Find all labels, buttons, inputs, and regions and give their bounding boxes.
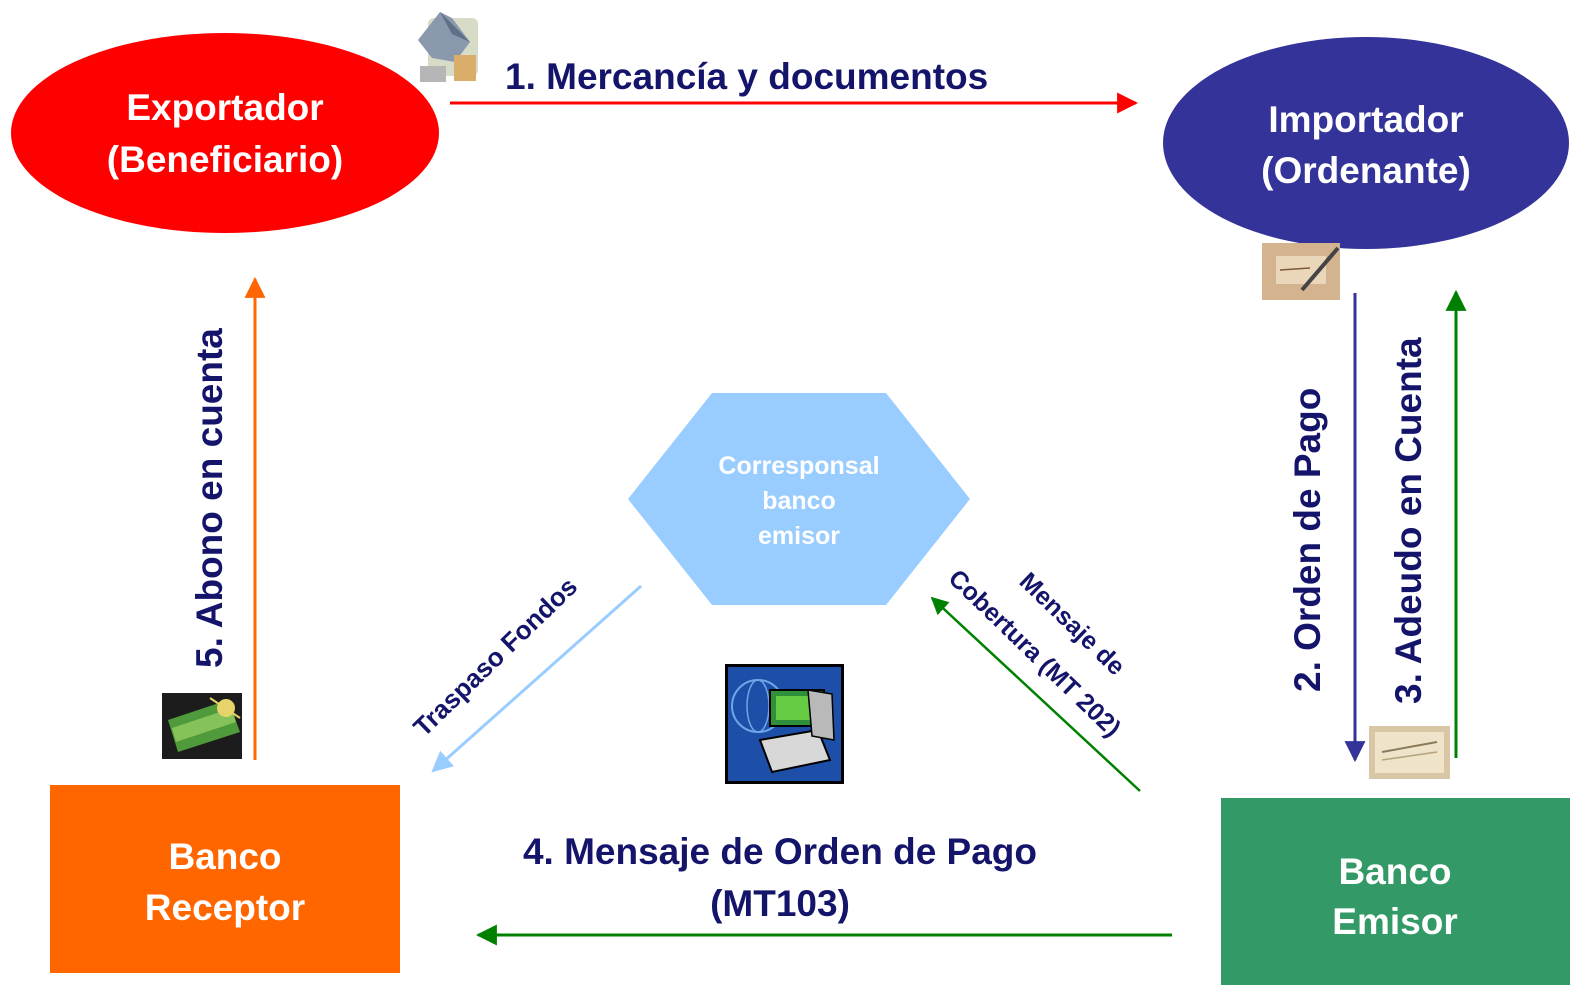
payment-record-icon (1369, 726, 1450, 779)
corresponsal-node: Corresponsal banco emisor (628, 393, 970, 605)
banco-receptor-subtitle: Receptor (145, 887, 305, 928)
importador-node: Importador (Ordenante) (1163, 37, 1569, 249)
corresponsal-subtitle: banco (762, 487, 836, 515)
banco-receptor-title: Banco (168, 836, 281, 877)
step4-label: 4. Mensaje de Orden de Pago (523, 831, 1037, 872)
step2-label: 2. Orden de Pago (1287, 388, 1328, 692)
cobertura-arrow (930, 596, 1141, 792)
signing-document-icon (1262, 243, 1340, 300)
importador-subtitle: (Ordenante) (1261, 150, 1471, 191)
computer-globe-icon (725, 664, 844, 784)
importador-title: Importador (1268, 99, 1463, 140)
exportador-node: Exportador (Beneficiario) (11, 33, 439, 233)
step4-label-sub: (MT103) (710, 883, 850, 924)
money-stack-icon (162, 693, 242, 759)
corresponsal-subtitle-2: emisor (758, 522, 840, 550)
banco-receptor-node: Banco Receptor (50, 785, 400, 973)
banco-emisor-subtitle: Emisor (1332, 901, 1457, 942)
exportador-title: Exportador (126, 87, 323, 128)
step1-label: 1. Mercancía y documentos (505, 56, 988, 97)
corresponsal-title: Corresponsal (718, 452, 879, 480)
exportador-subtitle: (Beneficiario) (107, 139, 343, 180)
step3-label: 3. Adeudo en Cuenta (1388, 337, 1429, 704)
banco-emisor-title: Banco (1338, 851, 1451, 892)
merchandise-clipart-icon (418, 12, 478, 82)
step5-label: 5. Abono en cuenta (189, 328, 230, 668)
traspaso-arrow (431, 584, 642, 773)
banco-emisor-node: Banco Emisor (1221, 798, 1570, 985)
